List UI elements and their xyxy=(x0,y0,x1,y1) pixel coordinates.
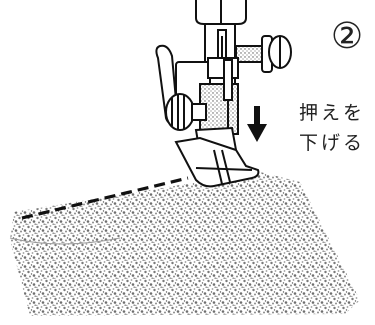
caption-line-2: 下げる xyxy=(299,132,366,154)
caption: 押えを 下げる xyxy=(299,98,375,158)
step-number: ② xyxy=(330,16,364,57)
stitch-line xyxy=(21,176,189,220)
down-arrow-icon xyxy=(247,106,267,142)
caption-line-1: 押えを xyxy=(299,102,366,124)
fabric xyxy=(10,172,360,316)
